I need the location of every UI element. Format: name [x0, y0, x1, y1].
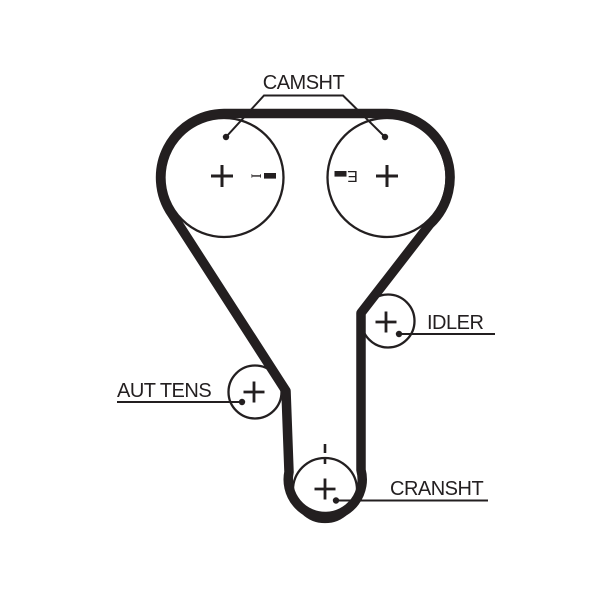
camshaft-left-timing-bar: [264, 173, 276, 179]
idler-label: IDLER: [427, 312, 483, 334]
idler-cross-icon: [375, 311, 397, 333]
camshaft-right-leader-dot: [381, 133, 389, 141]
idler-pulley: [360, 293, 416, 349]
timing-belt: [155, 108, 455, 522]
camshaft-right-timing-bar: [334, 171, 347, 177]
crankshaft-cross-icon: [314, 478, 336, 500]
camshaft-left-cross-icon: [211, 165, 233, 187]
camshaft-label: CAMSHT: [263, 72, 345, 94]
camshaft-leader-line: [225, 94, 386, 138]
camshaft-right-cross-icon: [376, 165, 398, 187]
tensioner-leader-dot: [238, 398, 246, 406]
camshaft-right-pulley: [326, 116, 448, 239]
crankshaft-leader-dot: [332, 497, 340, 504]
tensioner-label: AUT TENS: [117, 380, 211, 402]
crankshaft-label: CRANSHT: [390, 478, 483, 500]
camshaft-left-pulley: [163, 116, 285, 239]
auto-tensioner-pulley: [227, 364, 283, 420]
idler-leader-dot: [395, 330, 403, 338]
camshaft-right-timing-letter: E: [347, 167, 358, 184]
camshaft-left-leader-dot: [222, 133, 230, 141]
tensioner-cross-icon: [243, 381, 265, 403]
camshaft-left-timing-letter: I: [248, 173, 263, 178]
